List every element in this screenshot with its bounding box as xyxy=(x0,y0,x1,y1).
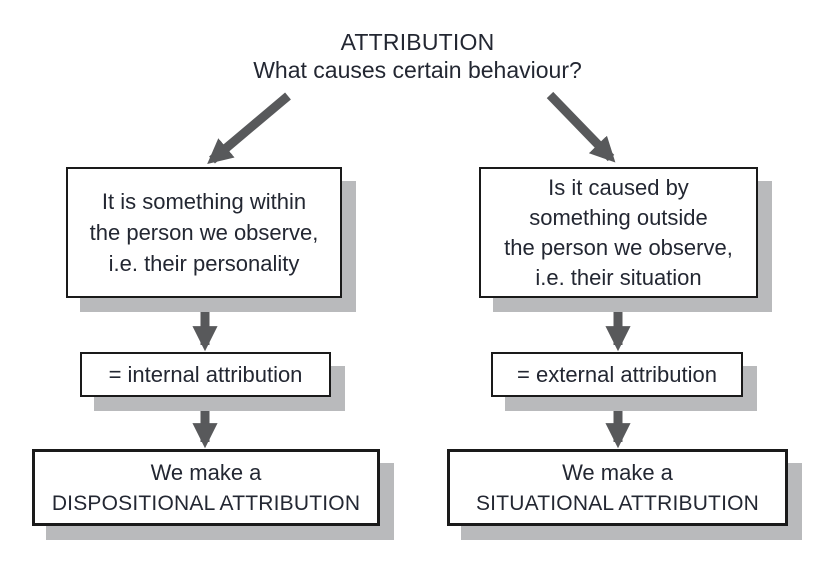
left-cause-line: the person we observe, xyxy=(89,220,319,245)
external-attribution-box: = external attribution xyxy=(491,352,743,397)
right-result-caps-line: SITUATIONAL ATTRIBUTION xyxy=(475,491,760,515)
left-result-line: We make a xyxy=(150,459,262,485)
arrow-title-to-right-cause-icon xyxy=(546,91,616,163)
title-subheading: What causes certain behaviour? xyxy=(253,57,582,83)
internal-attribution-label: = internal attribution xyxy=(108,362,303,387)
right-cause-line: Is it caused by xyxy=(548,174,689,200)
right-cause-box: Is it caused by something outside the pe… xyxy=(479,167,758,298)
internal-attribution-box: = internal attribution xyxy=(80,352,331,397)
right-cause-line: something outside xyxy=(529,204,708,230)
arrow-title-to-left-cause-icon xyxy=(207,92,291,165)
right-cause-line: i.e. their situation xyxy=(535,264,702,290)
diagram-title: ATTRIBUTION What causes certain behaviou… xyxy=(0,28,835,84)
left-cause-box: It is something within the person we obs… xyxy=(66,167,342,298)
left-cause-line: i.e. their personality xyxy=(108,251,300,276)
left-result-caps-line: DISPOSITIONAL ATTRIBUTION xyxy=(51,491,361,515)
left-cause-line: It is something within xyxy=(101,189,307,214)
external-attribution-label: = external attribution xyxy=(517,362,717,387)
title-heading: ATTRIBUTION xyxy=(340,29,495,55)
right-result-line: We make a xyxy=(562,459,673,485)
situational-attribution-box: We make a SITUATIONAL ATTRIBUTION xyxy=(447,449,788,526)
right-cause-line: the person we observe, xyxy=(504,234,733,260)
dispositional-attribution-box: We make a DISPOSITIONAL ATTRIBUTION xyxy=(32,449,380,526)
